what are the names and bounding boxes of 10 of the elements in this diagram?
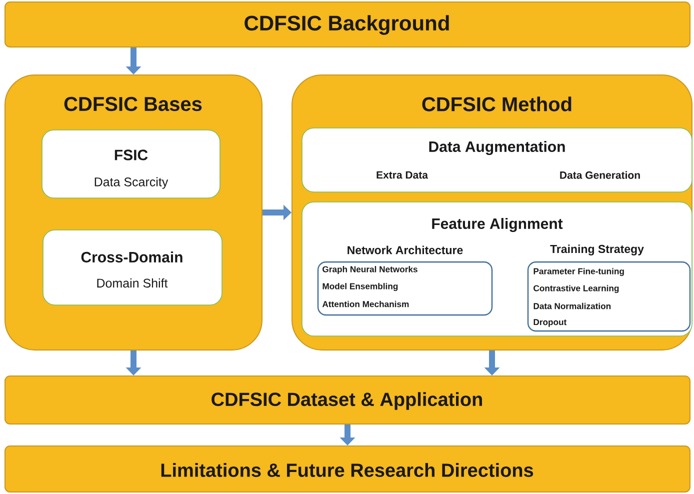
bar-box: CDFSIC Dataset & Application: [4, 376, 690, 424]
node-label: Network Architecture: [348, 246, 463, 254]
content-box: FSIC Data Scarcity: [42, 130, 220, 198]
content-box: Data Augmentation Extra Data Data Generation: [302, 128, 692, 192]
node-label: Training Strategy: [550, 244, 644, 256]
bar-box: Limitations & Future Research Directions: [4, 446, 690, 492]
bar-box: CDFSIC Background: [4, 2, 690, 48]
list-box: Training Strategy Parameter Fine-tuning Contrastive Learning Data Normalization Dropout: [527, 244, 691, 332]
list-box: Network Architecture Graph Neural Networks Model Ensembling Attention Mechanism: [317, 246, 493, 316]
content-box: Cross-Domain Domain Shift: [42, 230, 222, 306]
